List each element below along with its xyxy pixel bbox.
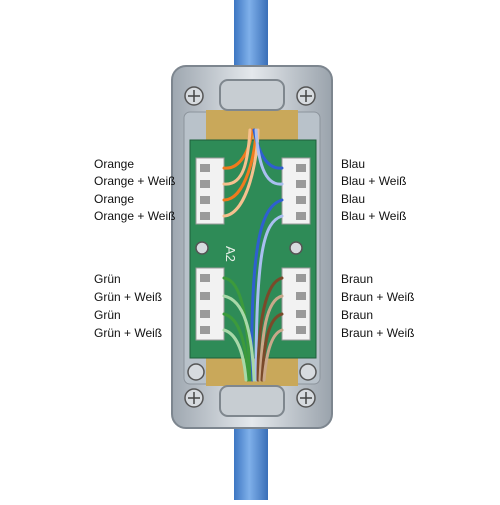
wire-label-orange-white: Orange + Weiß <box>94 174 176 188</box>
wire-brown-white <box>258 294 284 382</box>
wire-brown-white-2 <box>262 328 284 382</box>
wire-label-brown-white: Braun + Weiß <box>341 326 415 340</box>
wire-blue-white-2 <box>254 214 284 382</box>
wire-label-green-white: Grün + Weiß <box>94 326 163 340</box>
terminal-blocks <box>195 157 311 341</box>
wire-green <box>222 276 252 382</box>
wire-label-orange: Orange <box>94 157 135 171</box>
wire-green-white <box>222 294 256 382</box>
wire-brown <box>256 276 284 382</box>
wire-label-green: Grün <box>94 272 121 286</box>
cable-clamp-top <box>219 79 285 111</box>
wires <box>222 128 284 382</box>
wire-green-2 <box>222 312 250 382</box>
wire-label-brown: Braun <box>341 272 374 286</box>
screw-icon <box>187 363 205 381</box>
cable-clamp-bottom <box>219 385 285 417</box>
screws <box>184 86 317 408</box>
wire-green-white-2 <box>222 328 248 382</box>
wire-label-green: Grün <box>94 308 121 322</box>
wire-blue-2 <box>250 198 284 382</box>
wire-label-blue-white: Blau + Weiß <box>341 174 407 188</box>
wire-label-orange-white: Orange + Weiß <box>94 209 176 223</box>
wire-label-blue: Blau <box>341 192 366 206</box>
screw-icon <box>195 241 209 255</box>
wire-label-orange: Orange <box>94 192 135 206</box>
wire-blue-white <box>254 128 284 186</box>
wire-orange-white <box>222 128 252 186</box>
screw-icon <box>289 241 303 255</box>
wire-label-blue-white: Blau + Weiß <box>341 209 407 223</box>
board-marking: A2 <box>223 246 238 262</box>
wire-label-brown-white: Braun + Weiß <box>341 290 415 304</box>
wire-label-brown: Braun <box>341 308 374 322</box>
wire-brown-2 <box>260 312 284 382</box>
screw-icon <box>299 363 317 381</box>
wire-label-blue: Blau <box>341 157 366 171</box>
wire-label-green-white: Grün + Weiß <box>94 290 163 304</box>
wire-orange <box>222 128 254 170</box>
